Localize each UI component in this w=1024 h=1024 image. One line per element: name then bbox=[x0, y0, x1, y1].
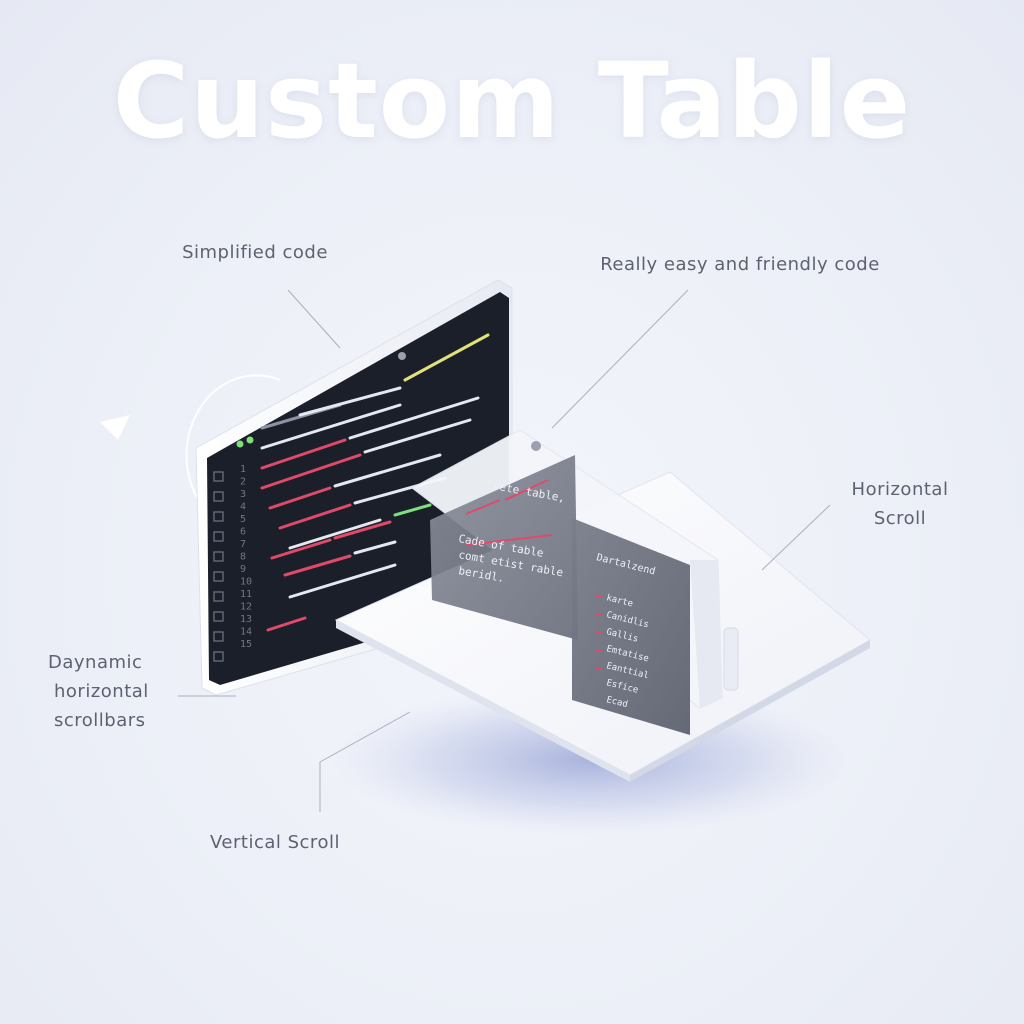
line-number: 7 bbox=[240, 539, 246, 550]
callout-dynamic-scrollbars: Daynamic horizontal scrollbars bbox=[48, 648, 208, 735]
callout-horizontal-scroll: Horizontal Scroll bbox=[830, 475, 970, 533]
page-title: Custom Table bbox=[112, 40, 912, 162]
line-number: 3 bbox=[240, 489, 246, 500]
line-number: 15 bbox=[240, 639, 252, 650]
line-number: 12 bbox=[240, 602, 252, 613]
line-number: 11 bbox=[240, 589, 252, 600]
callout-vertical-scroll: Vertical Scroll bbox=[210, 832, 340, 853]
camera-icon bbox=[398, 352, 406, 360]
line-number: 13 bbox=[240, 614, 252, 625]
code-lines bbox=[260, 333, 490, 632]
line-number: 4 bbox=[240, 502, 246, 513]
sidebar-icons bbox=[213, 471, 224, 662]
callout-easy-friendly-code: Really easy and friendly code bbox=[600, 254, 880, 275]
camera-icon bbox=[531, 441, 541, 451]
callout-line: Scroll bbox=[873, 508, 927, 529]
window-dot-icon bbox=[246, 436, 254, 444]
callout-simplified-code: Simplified code bbox=[182, 242, 328, 263]
callout-line: Daynamic bbox=[48, 652, 143, 673]
callout-lines bbox=[178, 289, 831, 812]
line-number: 10 bbox=[240, 577, 252, 588]
window-dot-icon bbox=[236, 440, 244, 448]
line-number: 14 bbox=[240, 627, 252, 638]
side-list-bullets bbox=[595, 596, 601, 670]
callout-line: Horizontal bbox=[851, 479, 949, 500]
line-number: 9 bbox=[240, 564, 246, 575]
line-number: 2 bbox=[240, 477, 246, 488]
line-number: 1 bbox=[240, 464, 246, 475]
line-number: 5 bbox=[240, 514, 246, 525]
line-number: 6 bbox=[240, 527, 246, 538]
callout-line: scrollbars bbox=[54, 710, 146, 731]
line-number: 8 bbox=[240, 552, 246, 563]
callout-line: horizontal bbox=[54, 681, 149, 702]
